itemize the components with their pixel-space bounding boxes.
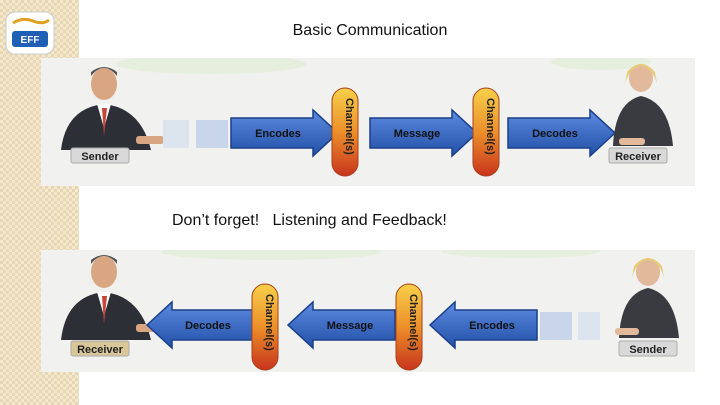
reminder-prefix: Don’t forget! (172, 212, 260, 229)
receiver-person-illustration (613, 64, 673, 146)
message-arrow (369, 108, 479, 158)
receiver-person-illustration (61, 255, 164, 340)
arrow-1-label: Decodes (185, 320, 231, 332)
encodes-arrow (428, 300, 538, 350)
encodes-arrow (230, 108, 340, 158)
reminder-text: Listening and Feedback! (272, 212, 447, 229)
left-person-label: Sender (81, 151, 119, 163)
decodes-arrow (507, 108, 617, 158)
channel-1-label: Channel(s) (343, 98, 355, 155)
name-plate (608, 147, 668, 164)
decodes-arrow (145, 300, 255, 350)
right-person-label: Receiver (615, 151, 662, 163)
reminder-line: Don’t forget! Listening and Feedback! (172, 212, 447, 230)
message-arrow (286, 300, 396, 350)
left-person-label: Receiver (77, 344, 124, 356)
logo-text: EFF (21, 35, 40, 46)
arrow-3-label: Encodes (469, 320, 515, 332)
channel-cylinder (251, 283, 279, 371)
sender-person-illustration (615, 258, 679, 338)
channel-cylinder (395, 283, 423, 371)
name-plate (70, 147, 130, 164)
page-title: Basic Communication (292, 22, 448, 39)
right-person-label: Sender (629, 344, 667, 356)
channel-2-label: Channel(s) (484, 98, 496, 155)
arrow-1-label: Encodes (255, 128, 301, 140)
channel-cylinder (472, 87, 500, 177)
name-plate (70, 340, 130, 357)
name-plate (618, 340, 678, 357)
channel-cylinder (331, 87, 359, 177)
communication-diagram-bottom: Receiver Decodes Channel(s) Message Chan… (41, 250, 695, 372)
arrow-2-label: Message (394, 128, 440, 140)
communication-diagram-top: Sender Encodes Channel(s) Message Channe… (41, 58, 695, 186)
arrow-3-label: Decodes (532, 128, 578, 140)
channel-2-label: Channel(s) (407, 294, 419, 351)
channel-1-label: Channel(s) (263, 294, 275, 351)
arrow-2-label: Message (327, 320, 373, 332)
eu-flag-logo-icon: EFF (5, 11, 55, 55)
sender-person-illustration (61, 67, 164, 150)
